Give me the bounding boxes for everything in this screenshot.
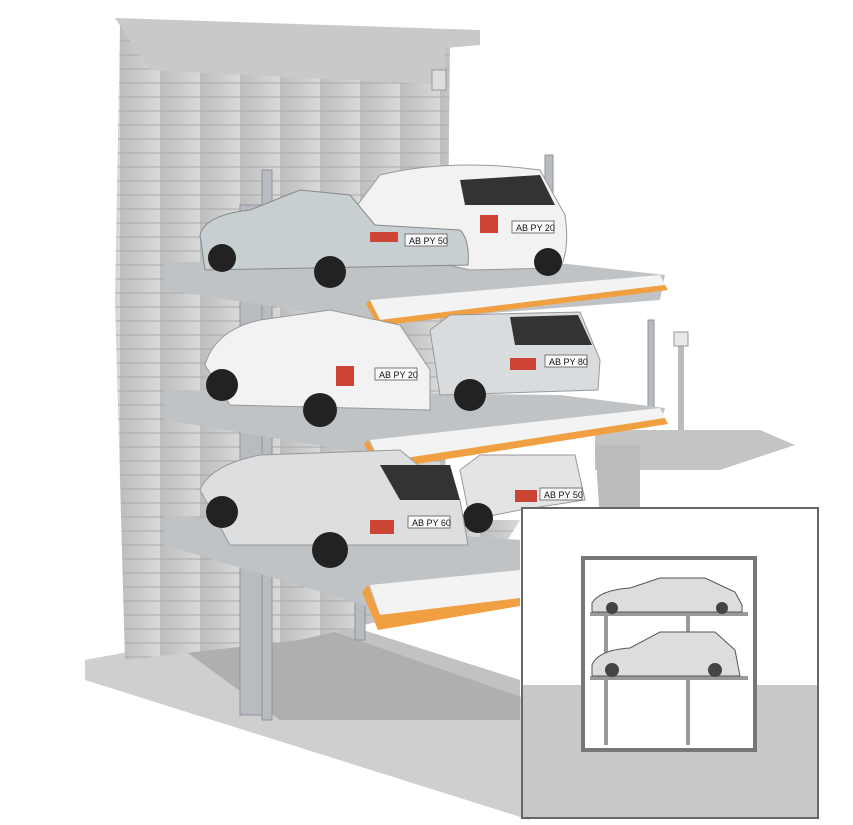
license-plate: AB PY 80: [549, 357, 588, 367]
license-plate: AB PY 50: [544, 490, 583, 500]
car-bottom-left: AB PY 60: [199, 449, 469, 568]
car-bottom-right: AB PY 50: [459, 454, 586, 533]
top-slab: [115, 18, 480, 85]
car-middle-left: AB PY 20: [204, 309, 431, 427]
inset-car-lower: [591, 631, 741, 677]
license-plate: AB PY 20: [379, 370, 418, 380]
inset-car-upper: [591, 577, 743, 613]
platform-top: [165, 262, 668, 326]
license-plate: AB PY 20: [516, 223, 555, 233]
control-post: [678, 340, 684, 430]
license-plate: AB PY 60: [412, 518, 451, 528]
license-plate: AB PY 50: [409, 236, 448, 246]
ledge-side: [595, 445, 640, 520]
inset-section-diagram: [521, 507, 819, 819]
wall-lamp: [431, 69, 447, 91]
car-top-left: AB PY 50: [199, 189, 469, 288]
car-middle-right: AB PY 80: [429, 311, 601, 411]
control-box: [673, 331, 689, 347]
concrete-ledge: [595, 430, 795, 470]
